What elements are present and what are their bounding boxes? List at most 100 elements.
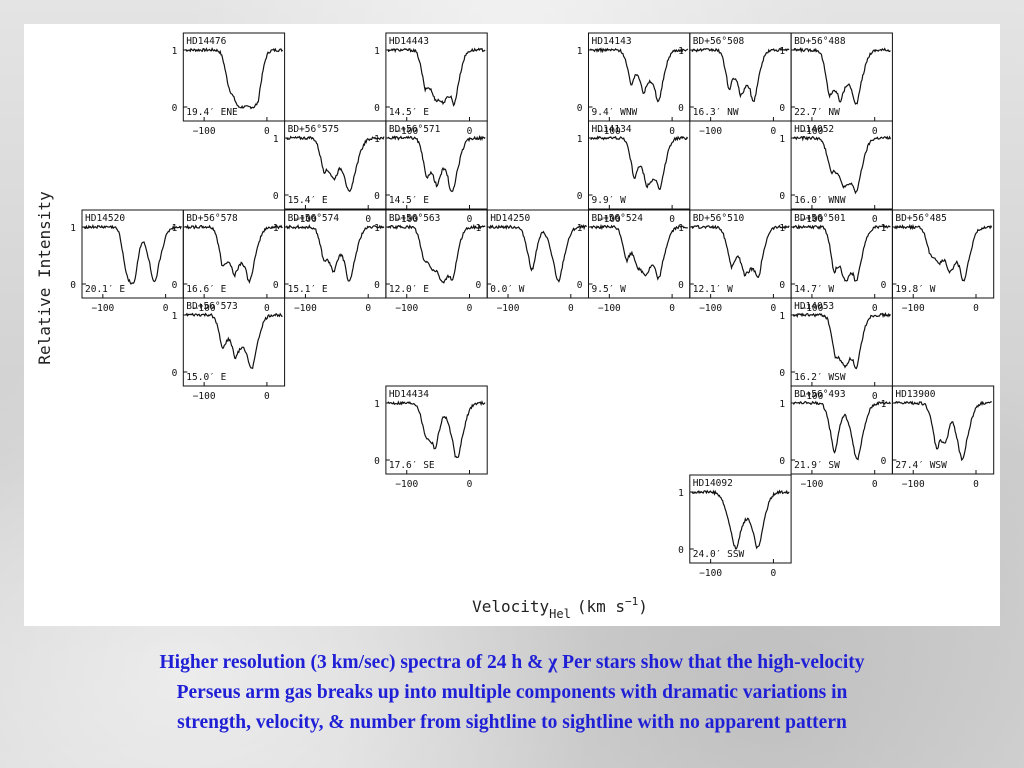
star-name-label: HD14250: [490, 213, 530, 224]
x-tick-label: 0: [467, 479, 473, 490]
y-tick-label: 1: [779, 134, 785, 145]
star-name-label: BD+56°485: [895, 213, 946, 224]
y-tick-label: 0: [678, 545, 684, 556]
star-name-label: BD+56°573: [186, 301, 237, 312]
y-tick-label: 1: [374, 46, 380, 57]
x-axis-label: VelocityHel(km s−1): [472, 595, 648, 621]
y-tick-label: 1: [70, 223, 76, 234]
star-name-label: HD13900: [895, 389, 935, 400]
x-tick-label: −100: [800, 479, 823, 490]
y-tick-label: 0: [779, 368, 785, 379]
y-tick-label: 1: [172, 46, 178, 57]
y-tick-label: 0: [374, 280, 380, 291]
x-tick-label: −100: [800, 214, 823, 225]
spectrum-line: [793, 400, 891, 461]
y-tick-label: 1: [779, 223, 785, 234]
distance-label: 24.0′ SSW: [693, 549, 745, 560]
x-tick-label: 0: [568, 303, 574, 314]
x-tick-label: 0: [771, 568, 777, 579]
star-name-label: BD+56°488: [794, 36, 846, 47]
distance-label: 19.4′ ENE: [186, 107, 238, 118]
x-tick-label: 0: [872, 214, 878, 225]
y-tick-label: 1: [374, 223, 380, 234]
x-tick-label: 0: [973, 479, 979, 490]
y-tick-label: 1: [779, 46, 785, 57]
spectrum-line: [691, 489, 790, 550]
panel-frame: [385, 120, 488, 210]
x-tick-label: −100: [598, 126, 621, 137]
y-tick-label: 1: [172, 223, 178, 234]
x-tick-label: −100: [193, 303, 216, 314]
spectrum-line: [590, 135, 689, 190]
star-name-label: BD+56°578: [186, 213, 238, 224]
spectrum-line: [286, 135, 385, 193]
x-tick-label: 0: [467, 214, 473, 225]
y-tick-label: 0: [172, 103, 178, 114]
x-tick-label: 0: [669, 126, 675, 137]
star-name-label: BD+56°524: [592, 213, 644, 224]
y-tick-label: 0: [577, 191, 583, 202]
y-tick-label: 1: [678, 488, 684, 499]
x-tick-label: −100: [395, 479, 418, 490]
star-name-label: HD14520: [85, 213, 125, 224]
star-name-label: HD14143: [592, 36, 632, 47]
y-tick-label: 0: [374, 191, 380, 202]
x-tick-label: −100: [902, 479, 925, 490]
star-name-label: HD14443: [389, 36, 429, 47]
spectrum-line: [83, 223, 182, 285]
y-tick-label: 0: [475, 280, 481, 291]
y-axis-label: Relative Intensity: [35, 191, 54, 365]
distance-label: 16.2′ WSW: [794, 372, 846, 383]
y-tick-label: 0: [881, 456, 887, 467]
star-name-label: BD+56°563: [389, 213, 440, 224]
star-name-label: BD+56°575: [288, 124, 339, 135]
x-tick-label: 0: [872, 391, 878, 402]
x-tick-label: −100: [193, 391, 216, 402]
y-tick-label: 0: [577, 103, 583, 114]
distance-label: 9.9′ W: [592, 195, 627, 206]
spectrum-line: [590, 223, 688, 281]
x-tick-label: −100: [800, 303, 823, 314]
star-name-label: HD14134: [592, 124, 632, 135]
y-tick-label: 1: [172, 311, 178, 322]
spectrum-line: [894, 400, 992, 462]
x-tick-label: −100: [395, 214, 418, 225]
distance-label: 15.4′ E: [288, 195, 328, 206]
spectrum-line: [488, 224, 587, 283]
star-name-label: HD14052: [794, 124, 834, 135]
y-tick-label: 0: [172, 368, 178, 379]
x-tick-label: −100: [294, 303, 317, 314]
x-tick-label: −100: [699, 303, 722, 314]
spectrum-line: [691, 47, 790, 102]
panel-frame: [385, 385, 488, 475]
star-name-label: HD14053: [794, 301, 834, 312]
distance-label: 20.1′ E: [85, 284, 125, 295]
y-tick-label: 1: [779, 399, 785, 410]
x-tick-label: −100: [395, 303, 418, 314]
panel-frame: [182, 32, 286, 122]
y-tick-label: 1: [678, 46, 684, 57]
x-tick-label: 0: [365, 303, 371, 314]
distance-label: 19.8′ W: [895, 284, 935, 295]
x-tick-label: 0: [669, 303, 675, 314]
y-tick-label: 0: [577, 280, 583, 291]
spectrum-line: [185, 224, 283, 284]
x-tick-label: 0: [872, 126, 878, 137]
spectrum-line: [387, 47, 486, 107]
spectrum-line: [185, 312, 283, 370]
spectrum-line: [894, 223, 993, 282]
y-tick-label: 1: [577, 46, 583, 57]
x-tick-label: 0: [872, 303, 878, 314]
x-tick-label: −100: [699, 568, 722, 579]
x-tick-label: 0: [771, 303, 777, 314]
